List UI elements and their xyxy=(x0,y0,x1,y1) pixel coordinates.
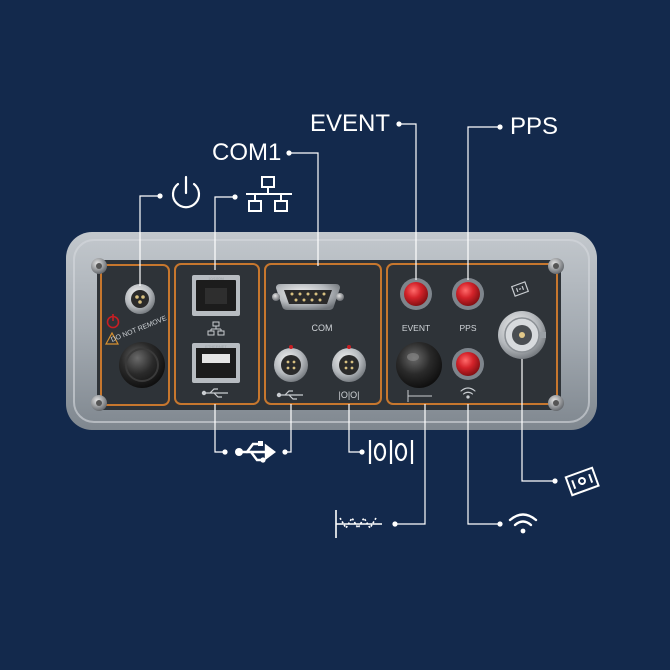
antenna-small-icon xyxy=(407,390,432,402)
power-connector[interactable] xyxy=(125,284,155,314)
power-icon xyxy=(171,175,201,209)
usb-small-icon xyxy=(201,388,228,398)
usb-port[interactable] xyxy=(192,343,240,383)
usb-icon xyxy=(235,441,276,463)
usb-lemo-small-icon xyxy=(276,390,303,400)
network-icon xyxy=(246,176,292,212)
usb-lemo-connector[interactable] xyxy=(274,345,308,382)
ethernet-jack-label: 10/100M xyxy=(208,276,224,281)
radio-lemo-connector[interactable] xyxy=(332,345,366,382)
ventilation-cap xyxy=(119,342,165,388)
event-callout-label: EVENT xyxy=(310,110,391,137)
event-panel-label: EVENT xyxy=(402,323,430,333)
satellite-icon xyxy=(564,466,600,497)
com-section xyxy=(264,263,382,405)
network-small-icon xyxy=(207,321,225,336)
power-indicator-icon xyxy=(106,314,120,329)
com1-callout-label: COM1 xyxy=(212,139,282,166)
com-panel-label: COM xyxy=(312,323,333,333)
usb-jack-label: ETHERNET xyxy=(205,344,227,349)
wifi-icon xyxy=(508,513,538,534)
callout-lines xyxy=(139,123,555,525)
warning-icon xyxy=(104,331,120,345)
event-button[interactable] xyxy=(400,278,432,310)
io-section xyxy=(386,263,558,405)
ethernet-port[interactable] xyxy=(192,275,240,316)
front-panel xyxy=(97,260,561,410)
pps-button[interactable] xyxy=(452,278,484,310)
power-section xyxy=(100,264,170,406)
housing-screws xyxy=(91,258,564,411)
com-port[interactable] xyxy=(272,284,344,310)
radio-port-icon xyxy=(368,440,414,464)
callout-dots xyxy=(157,121,558,527)
antenna-knob[interactable] xyxy=(396,342,442,388)
bnc-connector[interactable] xyxy=(498,311,546,359)
pps-panel-label: PPS xyxy=(459,323,476,333)
wifi-button[interactable] xyxy=(452,348,484,380)
pps-callout-label: PPS xyxy=(510,113,559,140)
antenna-waveform-icon xyxy=(335,510,382,538)
satellite-small-icon xyxy=(510,281,530,297)
radio-port-label: |O|O| xyxy=(338,390,359,400)
network-usb-section xyxy=(174,263,260,405)
wifi-small-icon xyxy=(460,387,476,399)
